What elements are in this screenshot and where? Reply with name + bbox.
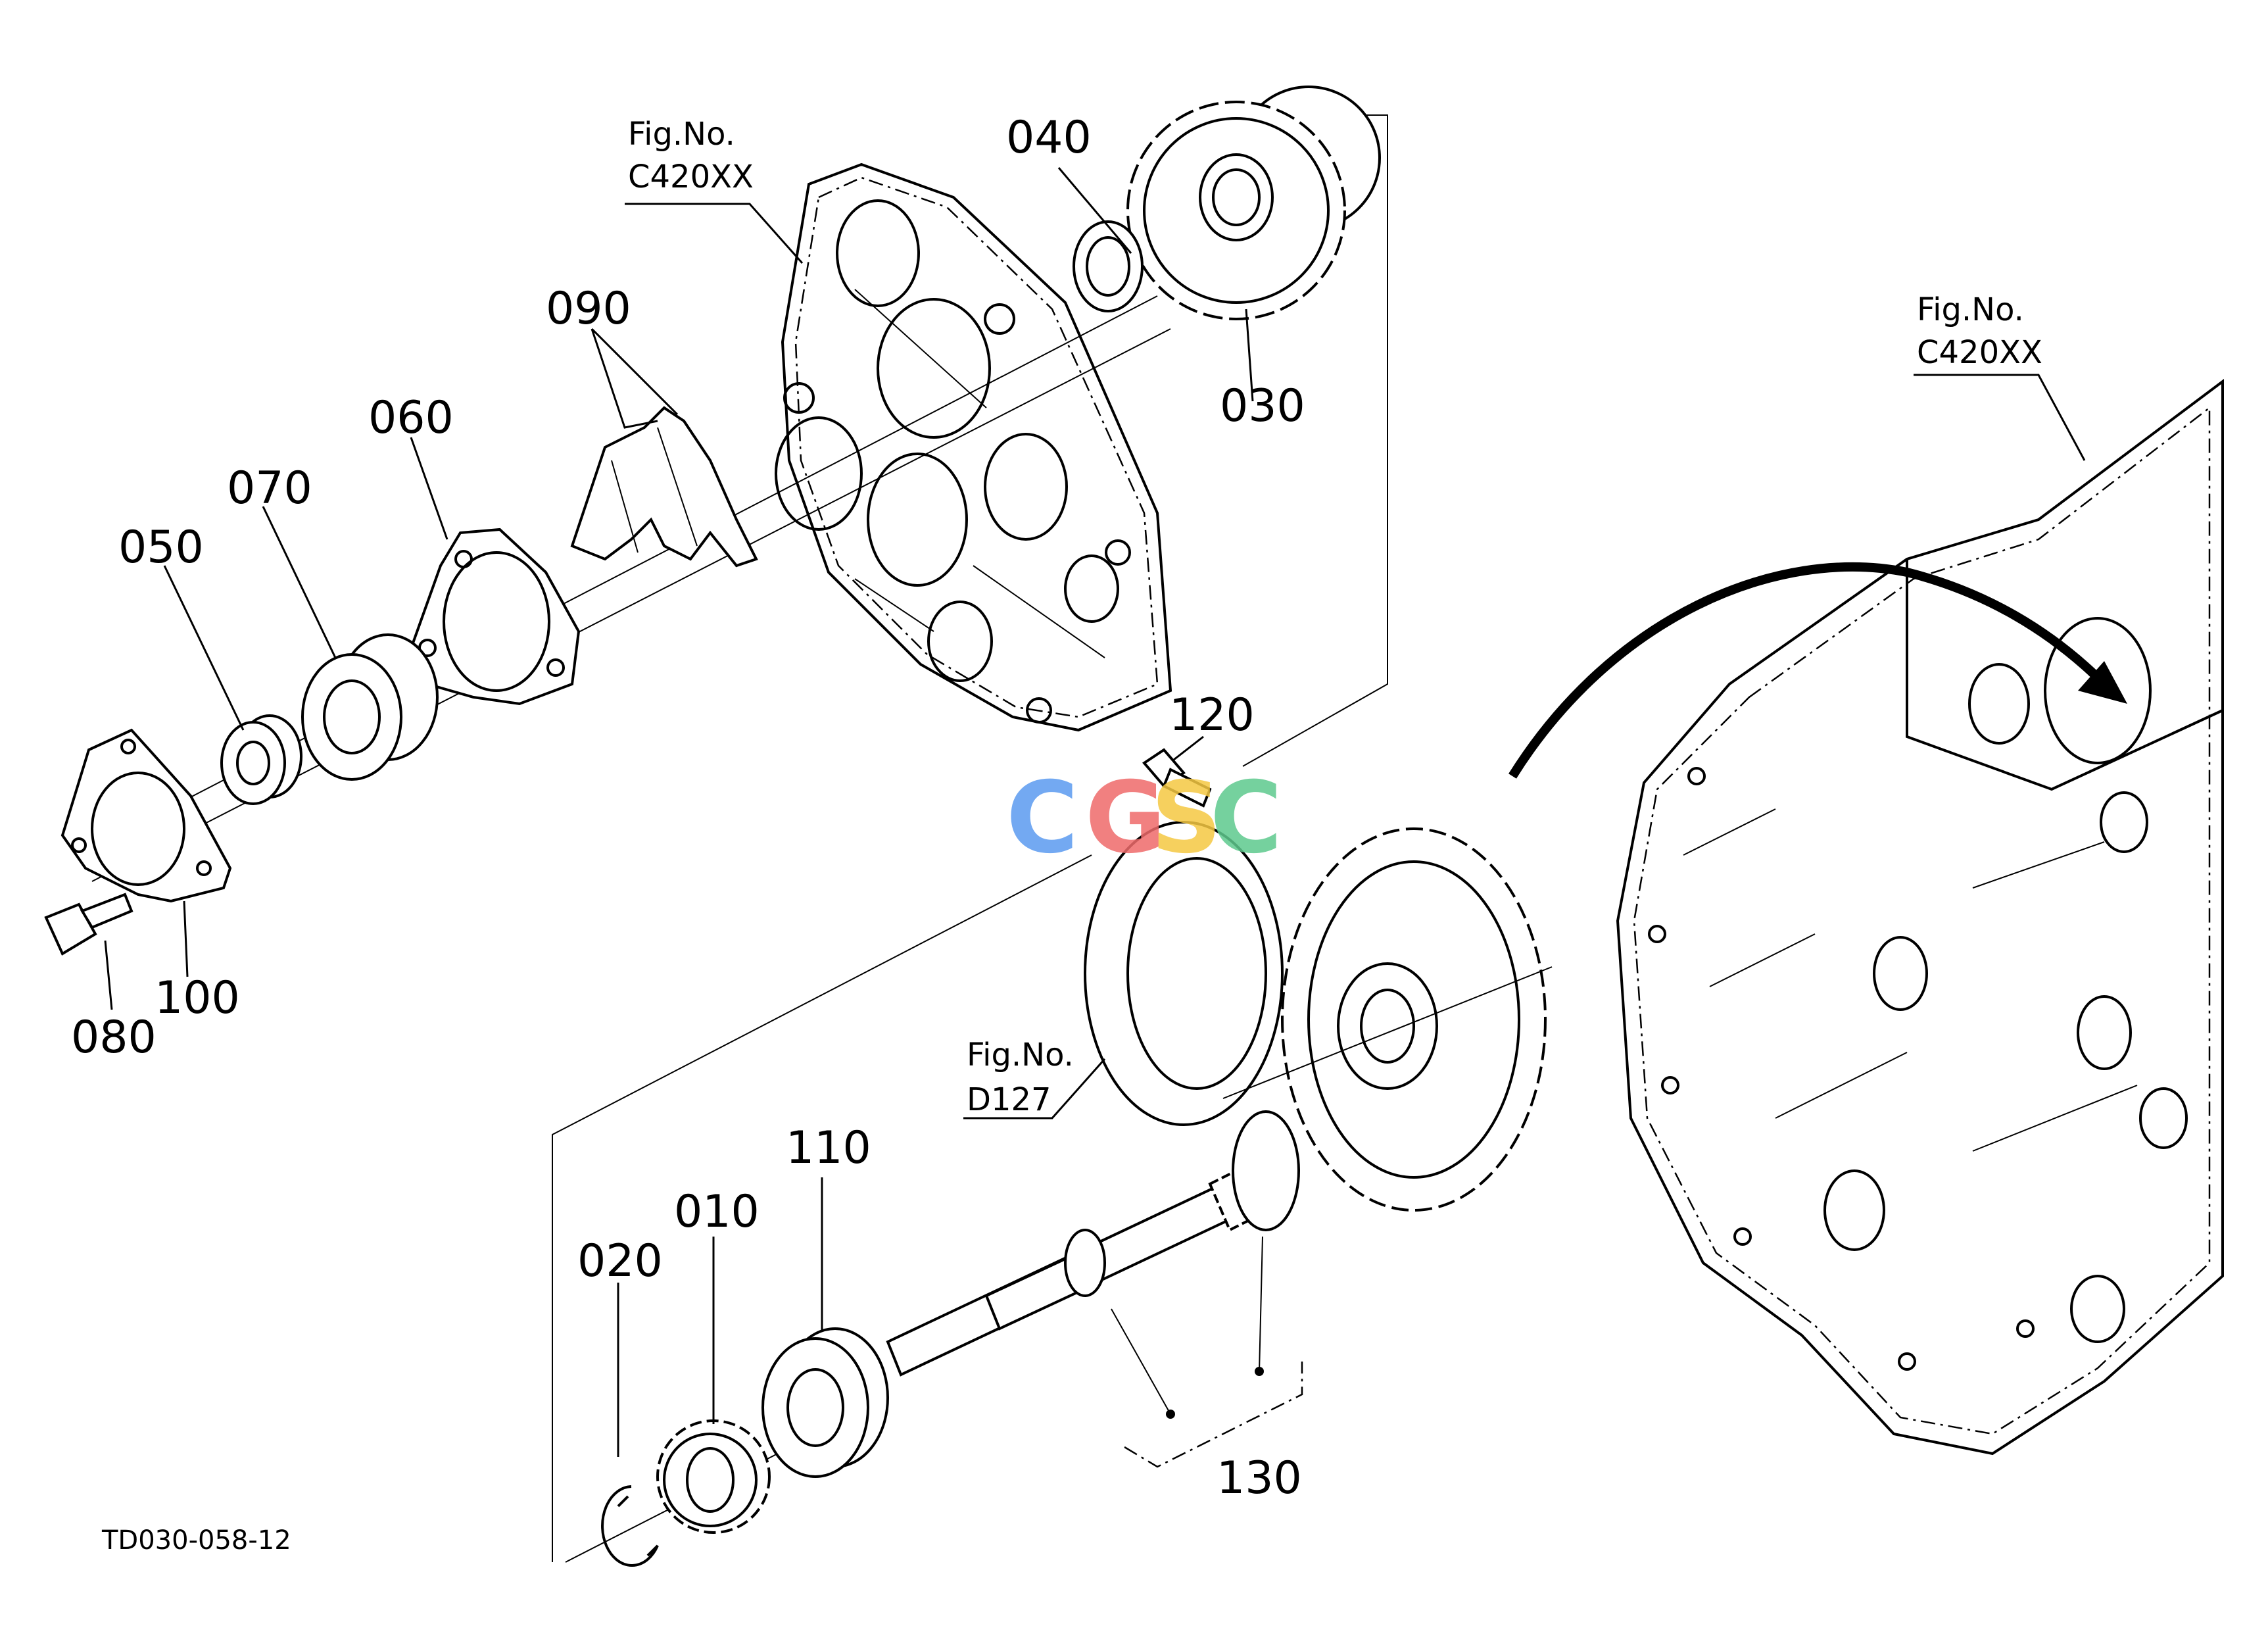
watermark: C G S C [1006,761,1282,875]
part-label-110: 110 [786,1122,871,1174]
assembly-arrow [1508,562,2127,779]
part-label-020: 020 [577,1235,663,1287]
figure-refs: Fig.No. C420XX Fig.No. C420XX Fig.No. D1… [628,116,2042,1118]
transmission-case-drawing [1616,379,2224,1456]
part-label-040: 040 [1006,112,1092,164]
gear-010-drawing [656,1419,771,1534]
part-label-050: 050 [118,522,204,574]
shift-fork-090-drawing [570,406,758,568]
bolt-120-drawing [1142,748,1212,808]
part-label-100: 100 [155,972,240,1024]
fig-ref-1-line1: Fig.No. [628,116,735,153]
bearing-070-drawing [301,633,439,781]
part-label-070: 070 [227,462,312,514]
part-label-060: 060 [368,392,454,444]
differential-gear-drawing [1084,821,1547,1212]
drawing-code: TD030-058-12 [101,1525,291,1556]
pinion-shaft-130-drawing [886,1110,1303,1468]
watermark-letter-1: C [1006,761,1078,875]
watermark-letter-3: S [1151,761,1222,875]
seal-040-drawing [1073,220,1144,312]
part-label-010: 010 [674,1186,760,1238]
fig-ref-2-line2: C420XX [1917,334,2042,371]
plate-100-drawing [60,728,232,903]
part-label-030: 030 [1220,380,1305,432]
part-label-090: 090 [546,283,631,335]
part-label-120: 120 [1169,689,1255,741]
part-label-080: 080 [71,1012,157,1064]
part-labels: 040 030 090 060 070 050 100 080 120 110 … [71,112,1305,1504]
fig-ref-2-line1: Fig.No. [1917,291,2024,328]
watermark-letter-2: G [1085,761,1166,875]
fig-ref-3-line2: D127 [967,1081,1051,1118]
fig-ref-3-line1: Fig.No. [967,1037,1074,1073]
housing-060-drawing [406,528,581,706]
front-plate-drawing [775,162,1172,732]
bearing-050-drawing [220,714,302,805]
part-label-130: 130 [1217,1452,1302,1504]
circlip-020-drawing [601,1485,659,1567]
fig-ref-1-line2: C420XX [628,159,754,195]
watermark-letter-4: C [1210,761,1282,875]
gear-030-drawing [1126,86,1381,320]
bearing-110-drawing [761,1327,889,1478]
leader-lines [104,167,2086,1457]
bolt-080-drawing [44,893,133,956]
